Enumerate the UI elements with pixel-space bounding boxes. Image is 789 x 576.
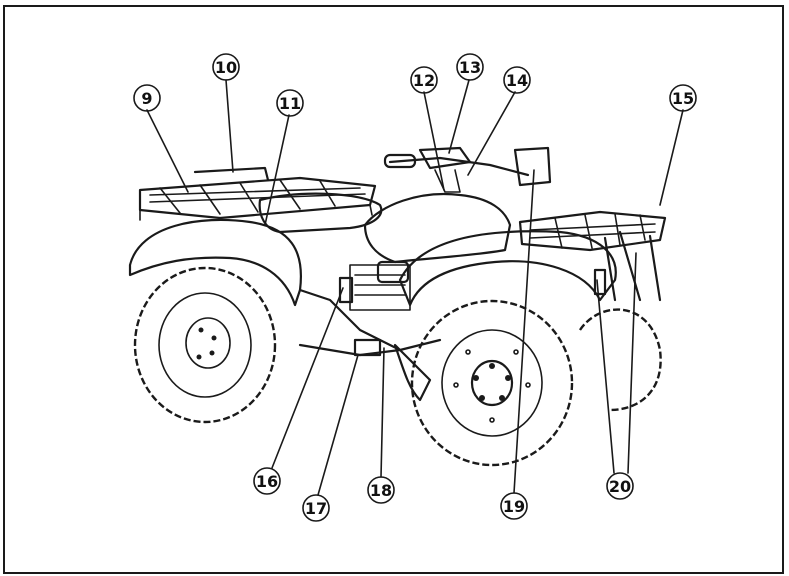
callout-18: 18 bbox=[367, 476, 395, 504]
svg-text:16: 16 bbox=[256, 472, 278, 491]
headlight bbox=[513, 146, 552, 187]
svg-text:15: 15 bbox=[672, 89, 694, 108]
callout-20: 20 bbox=[606, 472, 634, 500]
svg-text:9: 9 bbox=[141, 89, 152, 108]
callout-14: 14 bbox=[503, 66, 531, 94]
svg-text:14: 14 bbox=[506, 71, 528, 90]
svg-text:20: 20 bbox=[609, 477, 631, 496]
rear-right-wheel bbox=[579, 308, 662, 412]
callouts: 9 10 11 12 13 14 15 16 bbox=[133, 53, 697, 522]
engine bbox=[349, 260, 411, 311]
handlebar bbox=[383, 146, 530, 193]
front-wheel bbox=[410, 299, 574, 467]
callout-17: 17 bbox=[302, 494, 330, 522]
callout-11: 11 bbox=[276, 89, 304, 117]
diagram-frame bbox=[3, 5, 784, 574]
callout-19: 19 bbox=[500, 492, 528, 520]
svg-text:13: 13 bbox=[459, 58, 481, 77]
seat bbox=[258, 192, 383, 234]
rear-carrier bbox=[138, 166, 377, 221]
svg-text:19: 19 bbox=[503, 497, 525, 516]
callout-15: 15 bbox=[669, 84, 697, 112]
leader-lines bbox=[146, 79, 684, 496]
svg-text:12: 12 bbox=[413, 71, 435, 90]
svg-text:11: 11 bbox=[279, 94, 301, 113]
choke-part bbox=[338, 276, 354, 304]
fuel-tank bbox=[363, 193, 512, 264]
front-fender bbox=[398, 230, 617, 307]
callout-9: 9 bbox=[133, 84, 161, 112]
callout-13: 13 bbox=[456, 53, 484, 81]
front-carrier bbox=[518, 210, 667, 302]
svg-text:18: 18 bbox=[370, 481, 392, 500]
rear-wheel bbox=[133, 266, 277, 424]
callout-16: 16 bbox=[253, 467, 281, 495]
starter-part bbox=[353, 338, 382, 357]
svg-text:17: 17 bbox=[305, 499, 327, 518]
callout-10: 10 bbox=[212, 53, 240, 81]
mud-flap bbox=[393, 343, 432, 402]
svg-text:10: 10 bbox=[215, 58, 237, 77]
atv-illustration bbox=[128, 146, 667, 467]
front-part bbox=[593, 268, 607, 296]
callout-12: 12 bbox=[410, 66, 438, 94]
